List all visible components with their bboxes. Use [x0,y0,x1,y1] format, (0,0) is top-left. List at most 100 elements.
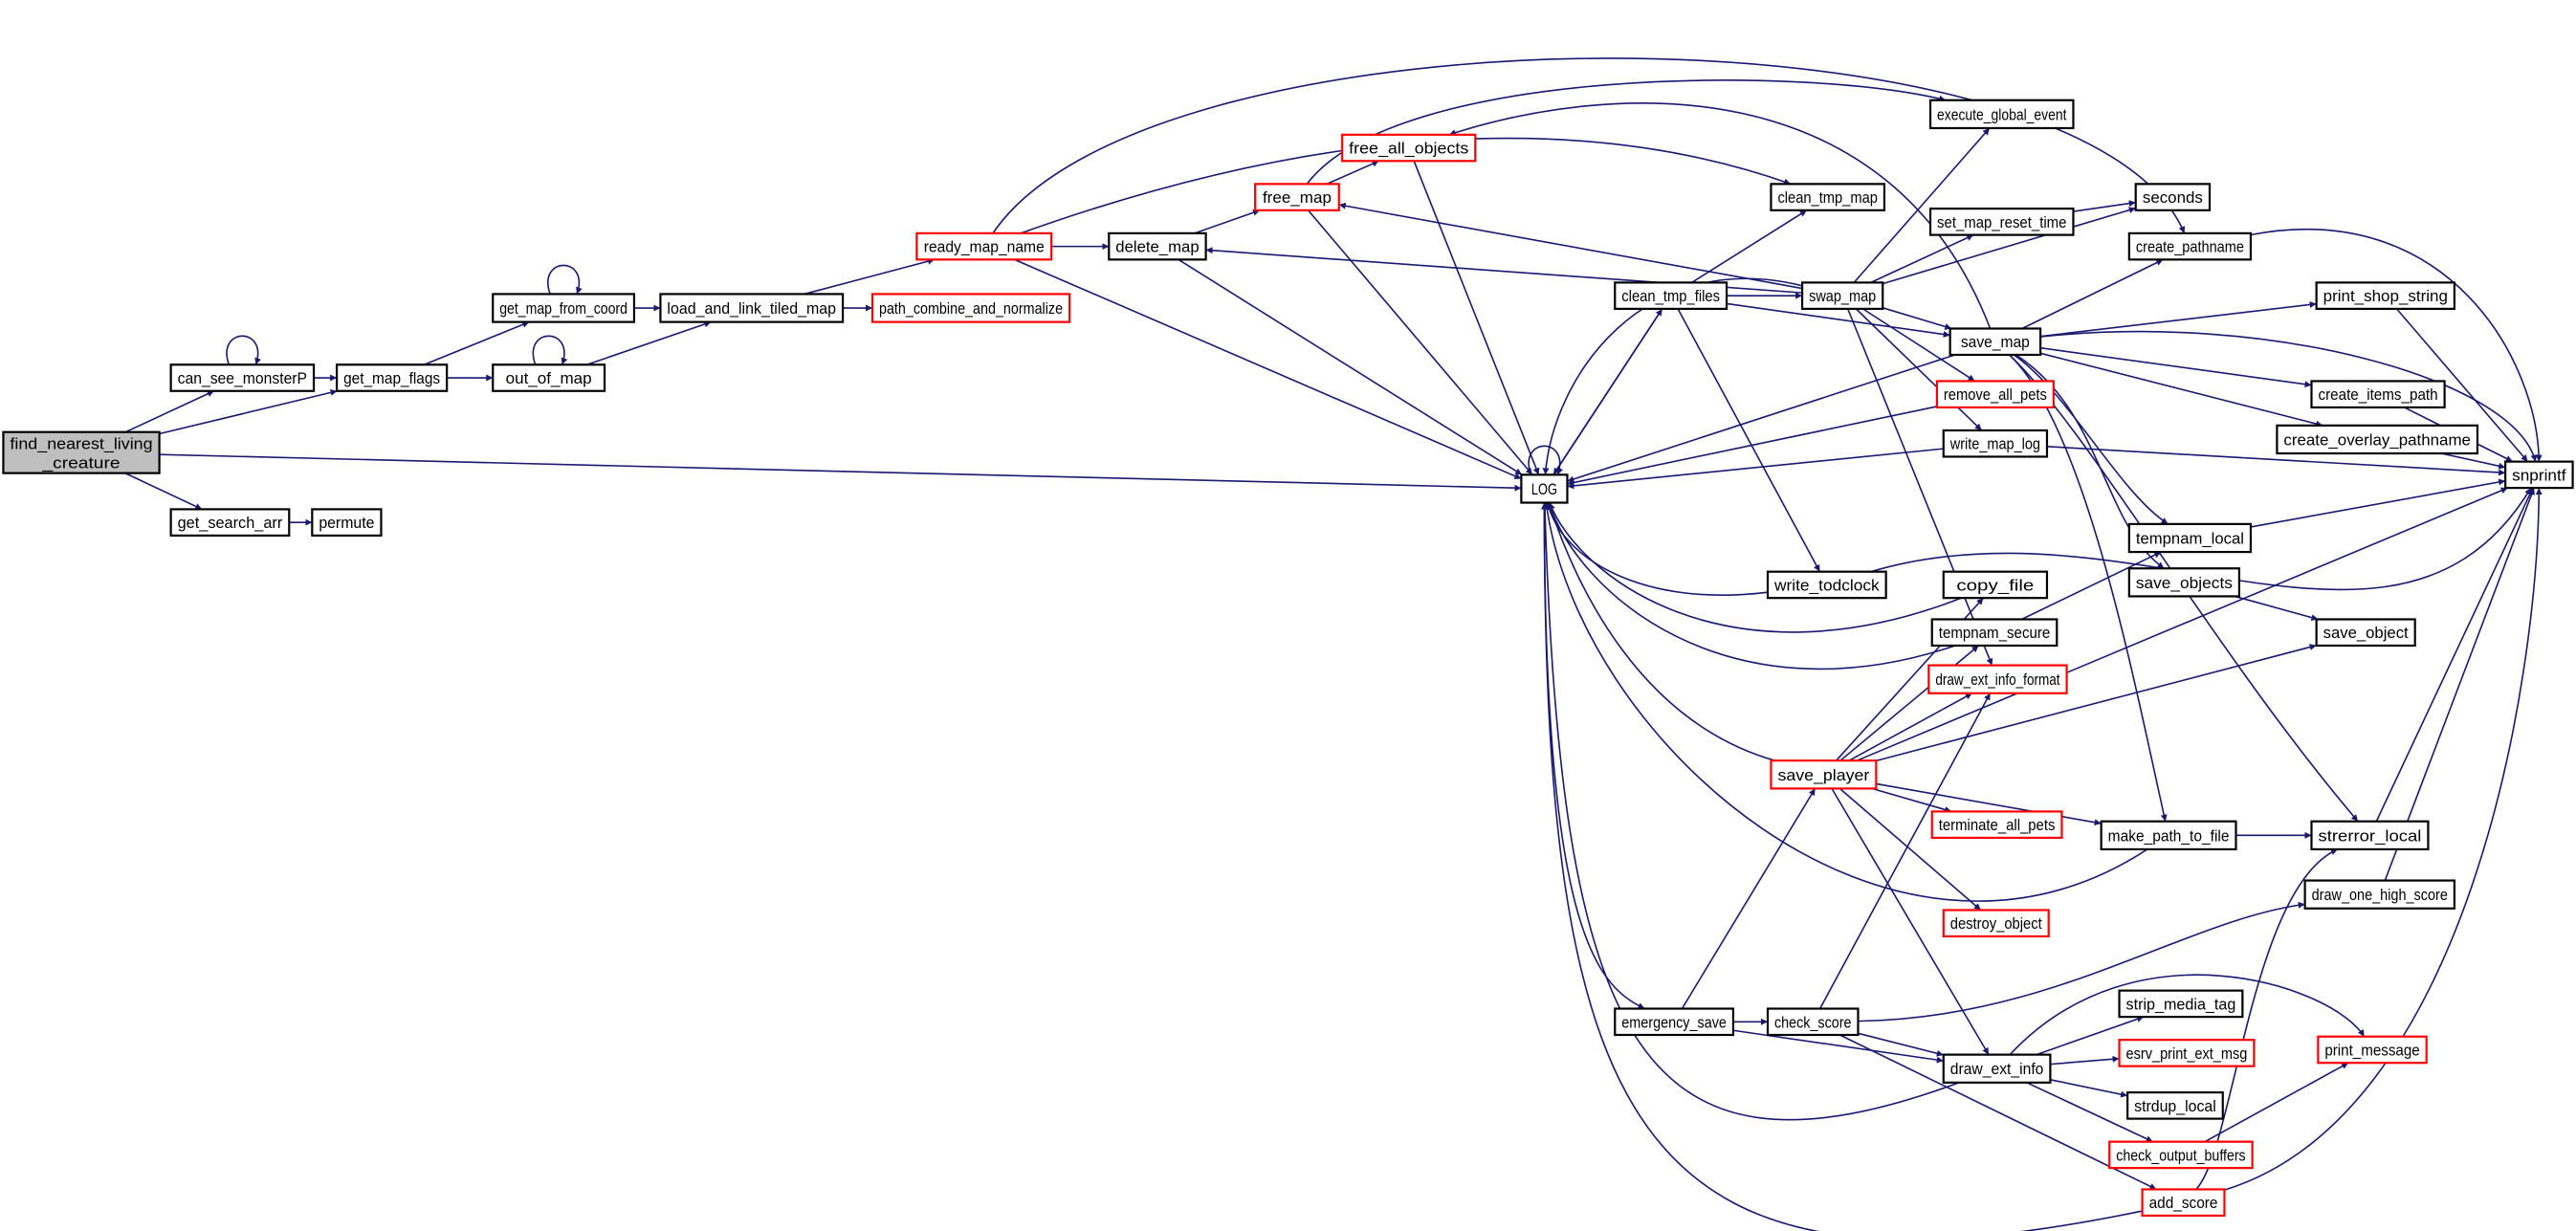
node-clean-tmp-map[interactable]: clean_tmp_map [1770,183,1886,211]
node-create-overlay-pathname[interactable]: create_overlay_pathname [2276,424,2479,455]
node-snprintf[interactable]: snprintf [2504,460,2574,490]
node-box[interactable] [1800,281,1884,310]
node-print-shop-string[interactable]: print_shop_string [2315,281,2456,310]
node-save-objects[interactable]: save_objects [2127,567,2241,598]
node-draw-ext-info-format[interactable]: draw_ext_info_format [1927,664,2068,694]
node-box[interactable] [1770,759,1878,790]
node-box[interactable] [335,363,449,392]
node-box[interactable] [915,231,1053,261]
node-remove-all-pets[interactable]: remove_all_pets [1935,380,2055,409]
node-box[interactable] [1928,99,2075,130]
node-box[interactable] [2118,989,2244,1019]
node-terminate-all-pets[interactable]: terminate_all_pets [1930,810,2063,840]
node-box[interactable] [1942,429,2049,458]
node-save-player[interactable]: save_player [1770,759,1878,790]
node-create-pathname[interactable]: create_pathname [2127,231,2253,261]
node-box[interactable] [2100,820,2237,851]
node-can-see-monsterP[interactable]: can_see_monsterP [169,363,316,392]
node-tempnam-local[interactable]: tempnam_local [2127,522,2253,554]
node-box[interactable] [492,363,606,392]
node-create-items-path[interactable]: create_items_path [2310,380,2446,409]
node-box[interactable] [2276,424,2479,455]
node-draw-ext-info[interactable]: draw_ext_info [1942,1053,2052,1084]
node-get-search-arr[interactable]: get_search_arr [169,508,291,537]
node-box[interactable] [2315,281,2456,310]
node-box[interactable] [2317,1035,2428,1065]
node-seconds[interactable]: seconds [2134,183,2212,211]
node-esrv-print-ext-msg[interactable]: esrv_print_ext_msg [2118,1039,2256,1067]
node-write-todclock[interactable]: write_todclock [1766,570,1887,600]
node-box[interactable] [2127,522,2253,554]
node-add-score[interactable]: add_score [2141,1188,2226,1218]
node-box[interactable] [169,508,291,537]
node-free-map[interactable]: free_map [1254,183,1340,211]
node-path-combine-and-normalize[interactable]: path_combine_and_normalize [870,293,1071,323]
node-box[interactable] [2108,1140,2254,1170]
node-save-object[interactable]: save_object [2315,618,2416,648]
node-box[interactable] [311,508,383,537]
node-box[interactable] [492,293,636,323]
node-free-all-objects[interactable]: free_all_objects [1341,133,1477,163]
node-out-of-map[interactable]: out_of_map [492,363,606,392]
node-write-map-log[interactable]: write_map_log [1942,429,2049,458]
node-destroy-object[interactable]: destroy_object [1942,909,2050,938]
node-box[interactable] [1254,183,1340,211]
node-make-path-to-file[interactable]: make_path_to_file [2100,820,2237,851]
node-box[interactable] [2118,1039,2256,1067]
node-strerror-local[interactable]: strerror_local [2310,820,2430,851]
node-box[interactable] [1930,618,2059,648]
node-check-output-buffers[interactable]: check_output_buffers [2108,1140,2254,1170]
node-box[interactable] [1930,810,2063,840]
node-get-map-flags[interactable]: get_map_flags [335,363,449,392]
node-box[interactable] [1770,183,1886,211]
node-box[interactable] [2310,820,2430,851]
node-box[interactable] [2127,567,2241,598]
node-box[interactable] [1928,208,2075,236]
node-save-map[interactable]: save_map [1949,327,2042,357]
node-box[interactable] [2303,879,2456,910]
node-LOG[interactable]: LOG [1520,473,1569,504]
node-box[interactable] [2,430,161,474]
node-box[interactable] [1942,909,2050,938]
node-box[interactable] [2126,1091,2224,1120]
node-box[interactable] [1341,133,1477,163]
node-box[interactable] [169,363,316,392]
node-draw-one-high-score[interactable]: draw_one_high_score [2303,879,2456,910]
node-execute-global-event[interactable]: execute_global_event [1928,99,2075,130]
node-load-and-link-tiled-map[interactable]: load_and_link_tiled_map [659,293,845,323]
node-get-map-from-coord[interactable]: get_map_from_coord [492,293,636,323]
node-set-map-reset-time[interactable]: set_map_reset_time [1928,208,2075,236]
node-box[interactable] [1520,473,1569,504]
node-box[interactable] [1766,570,1887,600]
node-box[interactable] [1949,327,2042,357]
node-copy-file[interactable]: copy_file [1942,570,2049,600]
node-box[interactable] [1108,231,1207,261]
node-box[interactable] [2310,380,2446,409]
node-strdup-local[interactable]: strdup_local [2126,1091,2224,1120]
node-delete-map[interactable]: delete_map [1108,231,1207,261]
node-emergency-save[interactable]: emergency_save [1614,1007,1735,1037]
node-tempnam-secure[interactable]: tempnam_secure [1930,618,2059,648]
node-swap-map[interactable]: swap_map [1800,281,1884,310]
node-box[interactable] [2127,231,2253,261]
node-box[interactable] [2141,1188,2226,1218]
node-print-message[interactable]: print_message [2317,1035,2428,1065]
node-box[interactable] [1927,664,2068,694]
node-find-nearest-living-creature[interactable]: find_nearest_living_creature [2,430,161,474]
node-box[interactable] [1614,1007,1735,1037]
node-check-score[interactable]: check_score [1766,1007,1860,1037]
node-box[interactable] [1935,380,2055,409]
node-box[interactable] [2504,460,2574,490]
node-box[interactable] [870,293,1071,323]
node-strip-media-tag[interactable]: strip_media_tag [2118,989,2244,1019]
node-box[interactable] [1766,1007,1860,1037]
node-clean-tmp-files[interactable]: clean_tmp_files [1614,281,1728,310]
node-box[interactable] [2134,183,2212,211]
node-permute[interactable]: permute [311,508,383,537]
node-box[interactable] [2315,618,2416,648]
node-box[interactable] [1614,281,1728,310]
node-box[interactable] [1942,570,2049,600]
node-box[interactable] [1942,1053,2052,1084]
node-ready-map-name[interactable]: ready_map_name [915,231,1053,261]
node-box[interactable] [659,293,845,323]
